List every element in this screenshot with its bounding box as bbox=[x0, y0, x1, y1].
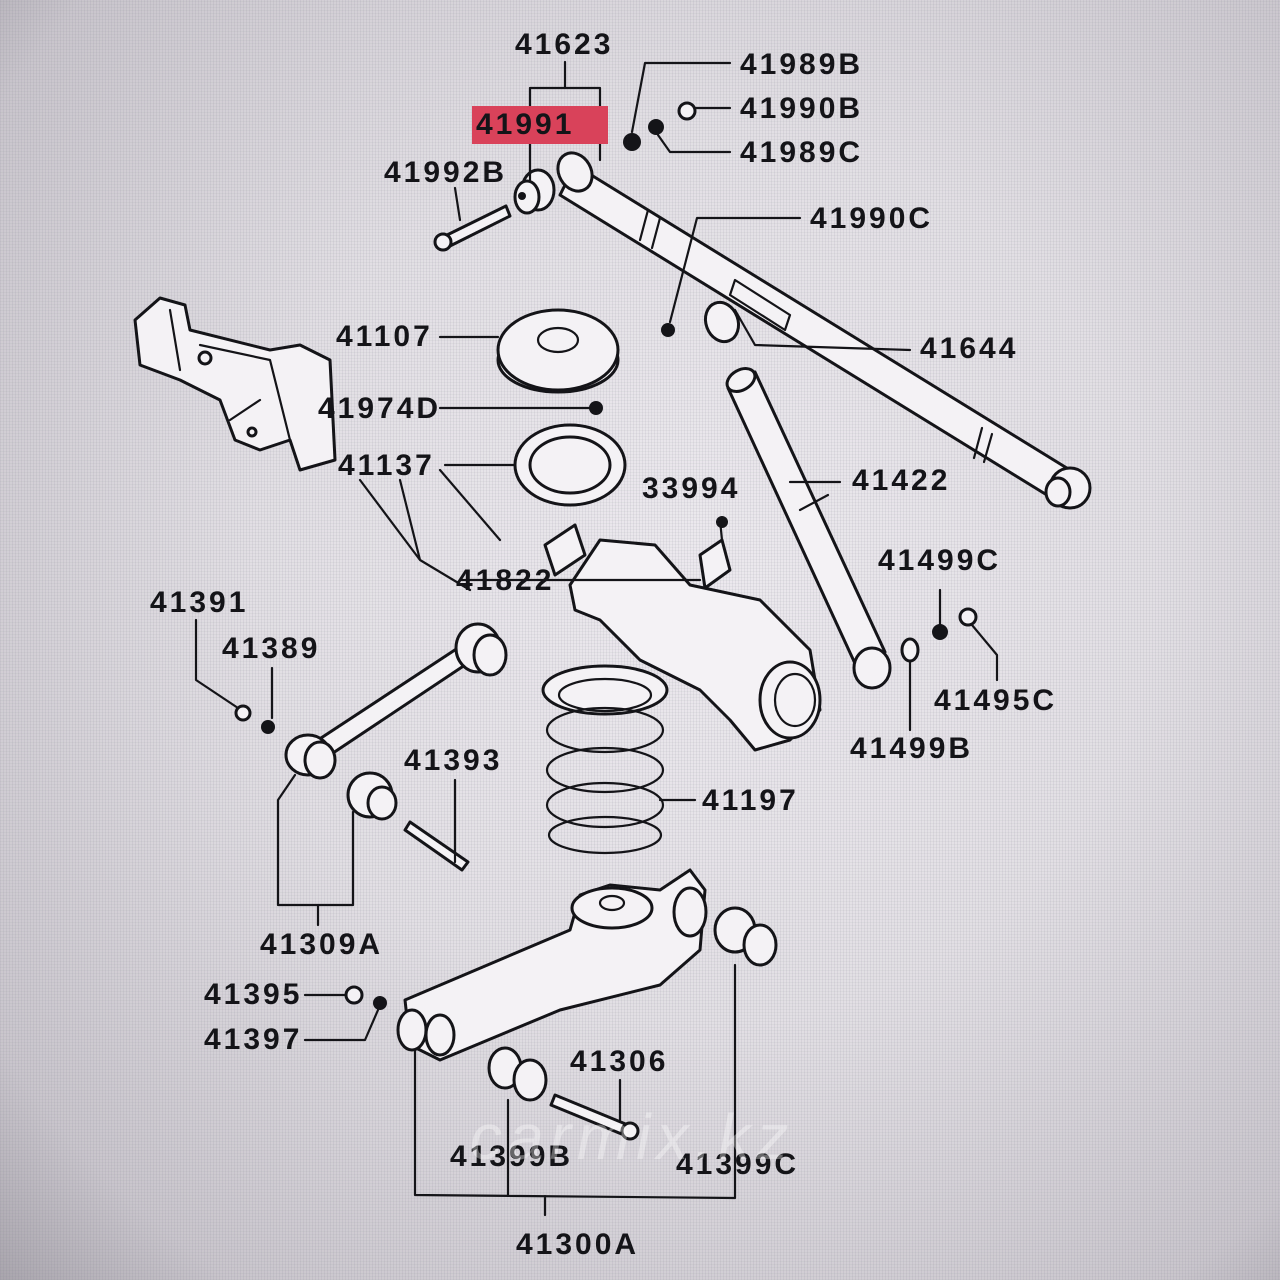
leader-41397 bbox=[303, 1008, 380, 1042]
bolt-41992B bbox=[433, 204, 512, 252]
leader-41300A bbox=[413, 963, 737, 1217]
lower-arm-41300A bbox=[396, 868, 708, 1062]
bolt-41974D bbox=[589, 401, 603, 415]
label-41990B[interactable]: 41990B bbox=[740, 92, 864, 125]
bushing-41399B bbox=[487, 1046, 548, 1102]
leader-41309A bbox=[276, 773, 355, 927]
nut-41990C bbox=[661, 323, 675, 337]
bump-stop-41644 bbox=[703, 278, 912, 352]
label-41990C[interactable]: 41990C bbox=[810, 202, 934, 235]
nut-41395 bbox=[344, 985, 364, 1005]
label-41974D[interactable]: 41974D bbox=[318, 392, 442, 425]
label-41991-highlighted[interactable]: 41991 bbox=[472, 106, 609, 144]
lateral-rod bbox=[556, 151, 1092, 510]
label-41300A[interactable]: 41300A bbox=[516, 1228, 640, 1261]
label-41499C[interactable]: 41499C bbox=[878, 544, 1002, 577]
label-41137[interactable]: 41137 bbox=[338, 449, 435, 482]
brake-lines bbox=[358, 468, 502, 592]
leader-41495C bbox=[970, 623, 999, 682]
label-33994[interactable]: 33994 bbox=[642, 472, 741, 505]
label-41399C[interactable]: 41399C bbox=[676, 1148, 800, 1181]
watermark: carmix.kz bbox=[470, 1101, 795, 1173]
label-41989B[interactable]: 41989B bbox=[740, 48, 864, 81]
label-41107[interactable]: 41107 bbox=[336, 320, 433, 353]
label-41306[interactable]: 41306 bbox=[570, 1045, 669, 1078]
label-41644[interactable]: 41644 bbox=[920, 332, 1019, 365]
leader-41992B bbox=[453, 186, 462, 222]
washer-41990B bbox=[677, 101, 697, 121]
nut-41989B bbox=[623, 133, 641, 151]
nut-41495C bbox=[958, 607, 978, 627]
label-41822[interactable]: 41822 bbox=[456, 564, 555, 597]
leader-41989B bbox=[630, 61, 732, 134]
washer-41397 bbox=[373, 996, 387, 1010]
label-41309A[interactable]: 41309A bbox=[260, 928, 384, 961]
label-41197[interactable]: 41197 bbox=[702, 784, 799, 817]
label-41393[interactable]: 41393 bbox=[404, 744, 503, 777]
nut-41499C bbox=[932, 624, 948, 640]
washer-41499B bbox=[900, 637, 920, 663]
spring-pad-41137 bbox=[443, 423, 627, 507]
label-41399B[interactable]: 41399B bbox=[450, 1140, 574, 1173]
nut-41391 bbox=[234, 704, 252, 722]
axle-housing bbox=[458, 516, 822, 752]
leader-41989C bbox=[656, 133, 732, 154]
label-41422[interactable]: 41422 bbox=[852, 464, 951, 497]
label-41992B[interactable]: 41992B bbox=[384, 156, 508, 189]
label-41499B[interactable]: 41499B bbox=[850, 732, 974, 765]
coil-spring-41197 bbox=[541, 664, 697, 855]
label-41389[interactable]: 41389 bbox=[222, 632, 321, 665]
label-41397[interactable]: 41397 bbox=[204, 1023, 303, 1056]
shock-absorber-41422 bbox=[725, 367, 892, 690]
leader-41391 bbox=[194, 618, 240, 710]
upper-link-41309A bbox=[284, 622, 508, 821]
label-41391[interactable]: 41391 bbox=[150, 586, 249, 619]
label-41395[interactable]: 41395 bbox=[204, 978, 303, 1011]
bolt-41393 bbox=[403, 820, 470, 872]
leader-41990C bbox=[668, 216, 802, 324]
nut-41989C bbox=[648, 119, 664, 135]
label-41623[interactable]: 41623 bbox=[515, 28, 614, 61]
bushing-41991 bbox=[513, 168, 556, 215]
bushing-41399C bbox=[713, 906, 778, 967]
label-41495C[interactable]: 41495C bbox=[934, 684, 1058, 717]
label-41989C[interactable]: 41989C bbox=[740, 136, 864, 169]
washer-41389 bbox=[261, 720, 275, 734]
left-bracket bbox=[133, 296, 337, 472]
spring-seat-41107 bbox=[438, 308, 620, 394]
